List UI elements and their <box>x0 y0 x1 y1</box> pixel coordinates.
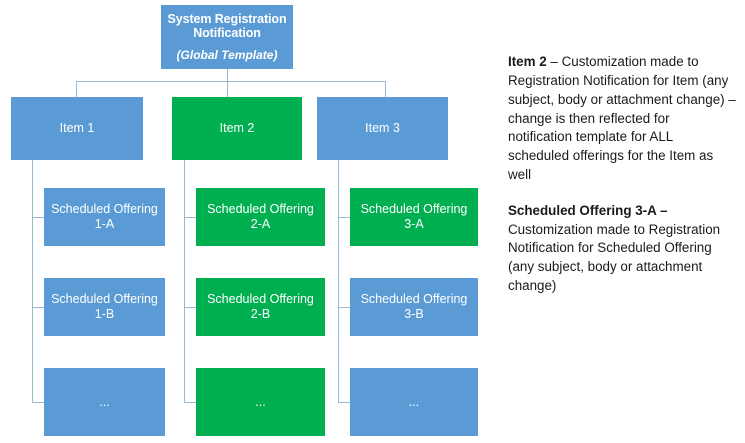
item-3-label: Item 3 <box>365 121 400 136</box>
connector-branch-2-b <box>184 307 196 308</box>
note-offering-3-a-lead: Scheduled Offering 3-A – <box>508 202 668 218</box>
node-scheduled-offering-3-more[interactable]: ... <box>350 368 478 436</box>
offering-1-b-line2: 1-B <box>94 307 115 321</box>
note-offering-3-a-body: Customization made to Registration Notif… <box>508 221 721 293</box>
node-scheduled-offering-2-b[interactable]: Scheduled Offering 2-B <box>196 278 325 336</box>
note-scheduled-offering-3-a: Scheduled Offering 3-A – Customization m… <box>508 202 736 296</box>
note-item-2-lead: Item 2 <box>508 54 547 70</box>
node-scheduled-offering-2-a[interactable]: Scheduled Offering 2-A <box>196 188 325 246</box>
offering-3-b-line2: 3-B <box>404 307 424 321</box>
offering-2-b-line1: Scheduled Offering <box>207 292 314 307</box>
root-node-subtitle: (Global Template) <box>176 48 278 63</box>
offering-3-a-line2: 3-A <box>404 217 424 231</box>
connector-drop-item-3 <box>385 81 386 97</box>
connector-branch-1-b <box>32 307 44 308</box>
node-scheduled-offering-2-more[interactable]: ... <box>196 368 325 436</box>
node-scheduled-offering-1-b[interactable]: Scheduled Offering 1-B <box>44 278 165 336</box>
connector-stem-col-1 <box>32 160 33 402</box>
connector-drop-item-1 <box>76 81 77 97</box>
node-item-1[interactable]: Item 1 <box>11 97 143 160</box>
offering-1-more-label: ... <box>99 394 110 409</box>
connector-branch-1-c <box>32 402 44 403</box>
offering-2-a-line1: Scheduled Offering <box>207 202 314 217</box>
connector-drop-item-2 <box>227 81 228 97</box>
offering-2-b-line2: 2-B <box>250 307 271 321</box>
connector-stem-col-2 <box>184 160 185 402</box>
connector-branch-1-a <box>32 217 44 218</box>
connector-root-stem <box>227 69 228 81</box>
notes-panel: Item 2 – Customization made to Registrat… <box>508 40 736 296</box>
offering-2-more-label: ... <box>255 394 266 409</box>
offering-1-a-line2: 1-A <box>94 217 115 231</box>
connector-branch-3-c <box>338 402 350 403</box>
offering-3-b-line1: Scheduled Offering <box>360 292 468 307</box>
connector-branch-2-c <box>184 402 196 403</box>
node-scheduled-offering-3-b[interactable]: Scheduled Offering 3-B <box>350 278 478 336</box>
offering-2-a-line2: 2-A <box>250 217 271 231</box>
node-scheduled-offering-3-a[interactable]: Scheduled Offering 3-A <box>350 188 478 246</box>
node-scheduled-offering-1-more[interactable]: ... <box>44 368 165 436</box>
connector-branch-2-a <box>184 217 196 218</box>
offering-1-b-line1: Scheduled Offering <box>51 292 158 307</box>
connector-branch-3-b <box>338 307 350 308</box>
connector-stem-col-3 <box>338 160 339 402</box>
connector-branch-3-a <box>338 217 350 218</box>
node-scheduled-offering-1-a[interactable]: Scheduled Offering 1-A <box>44 188 165 246</box>
item-2-label: Item 2 <box>219 121 255 136</box>
node-item-2[interactable]: Item 2 <box>172 97 302 160</box>
offering-3-more-label: ... <box>408 394 420 409</box>
item-1-label: Item 1 <box>59 121 95 136</box>
note-item-2-body: – Customization made to Registration Not… <box>508 54 736 182</box>
node-item-3[interactable]: Item 3 <box>317 97 448 160</box>
note-item-2: Item 2 – Customization made to Registrat… <box>508 53 736 184</box>
connector-item-bus <box>76 81 386 82</box>
offering-1-a-line1: Scheduled Offering <box>51 202 158 217</box>
root-node-title: System Registration Notification <box>167 11 287 41</box>
node-system-registration-notification[interactable]: System Registration Notification (Global… <box>161 5 293 69</box>
offering-3-a-line1: Scheduled Offering <box>360 202 468 217</box>
